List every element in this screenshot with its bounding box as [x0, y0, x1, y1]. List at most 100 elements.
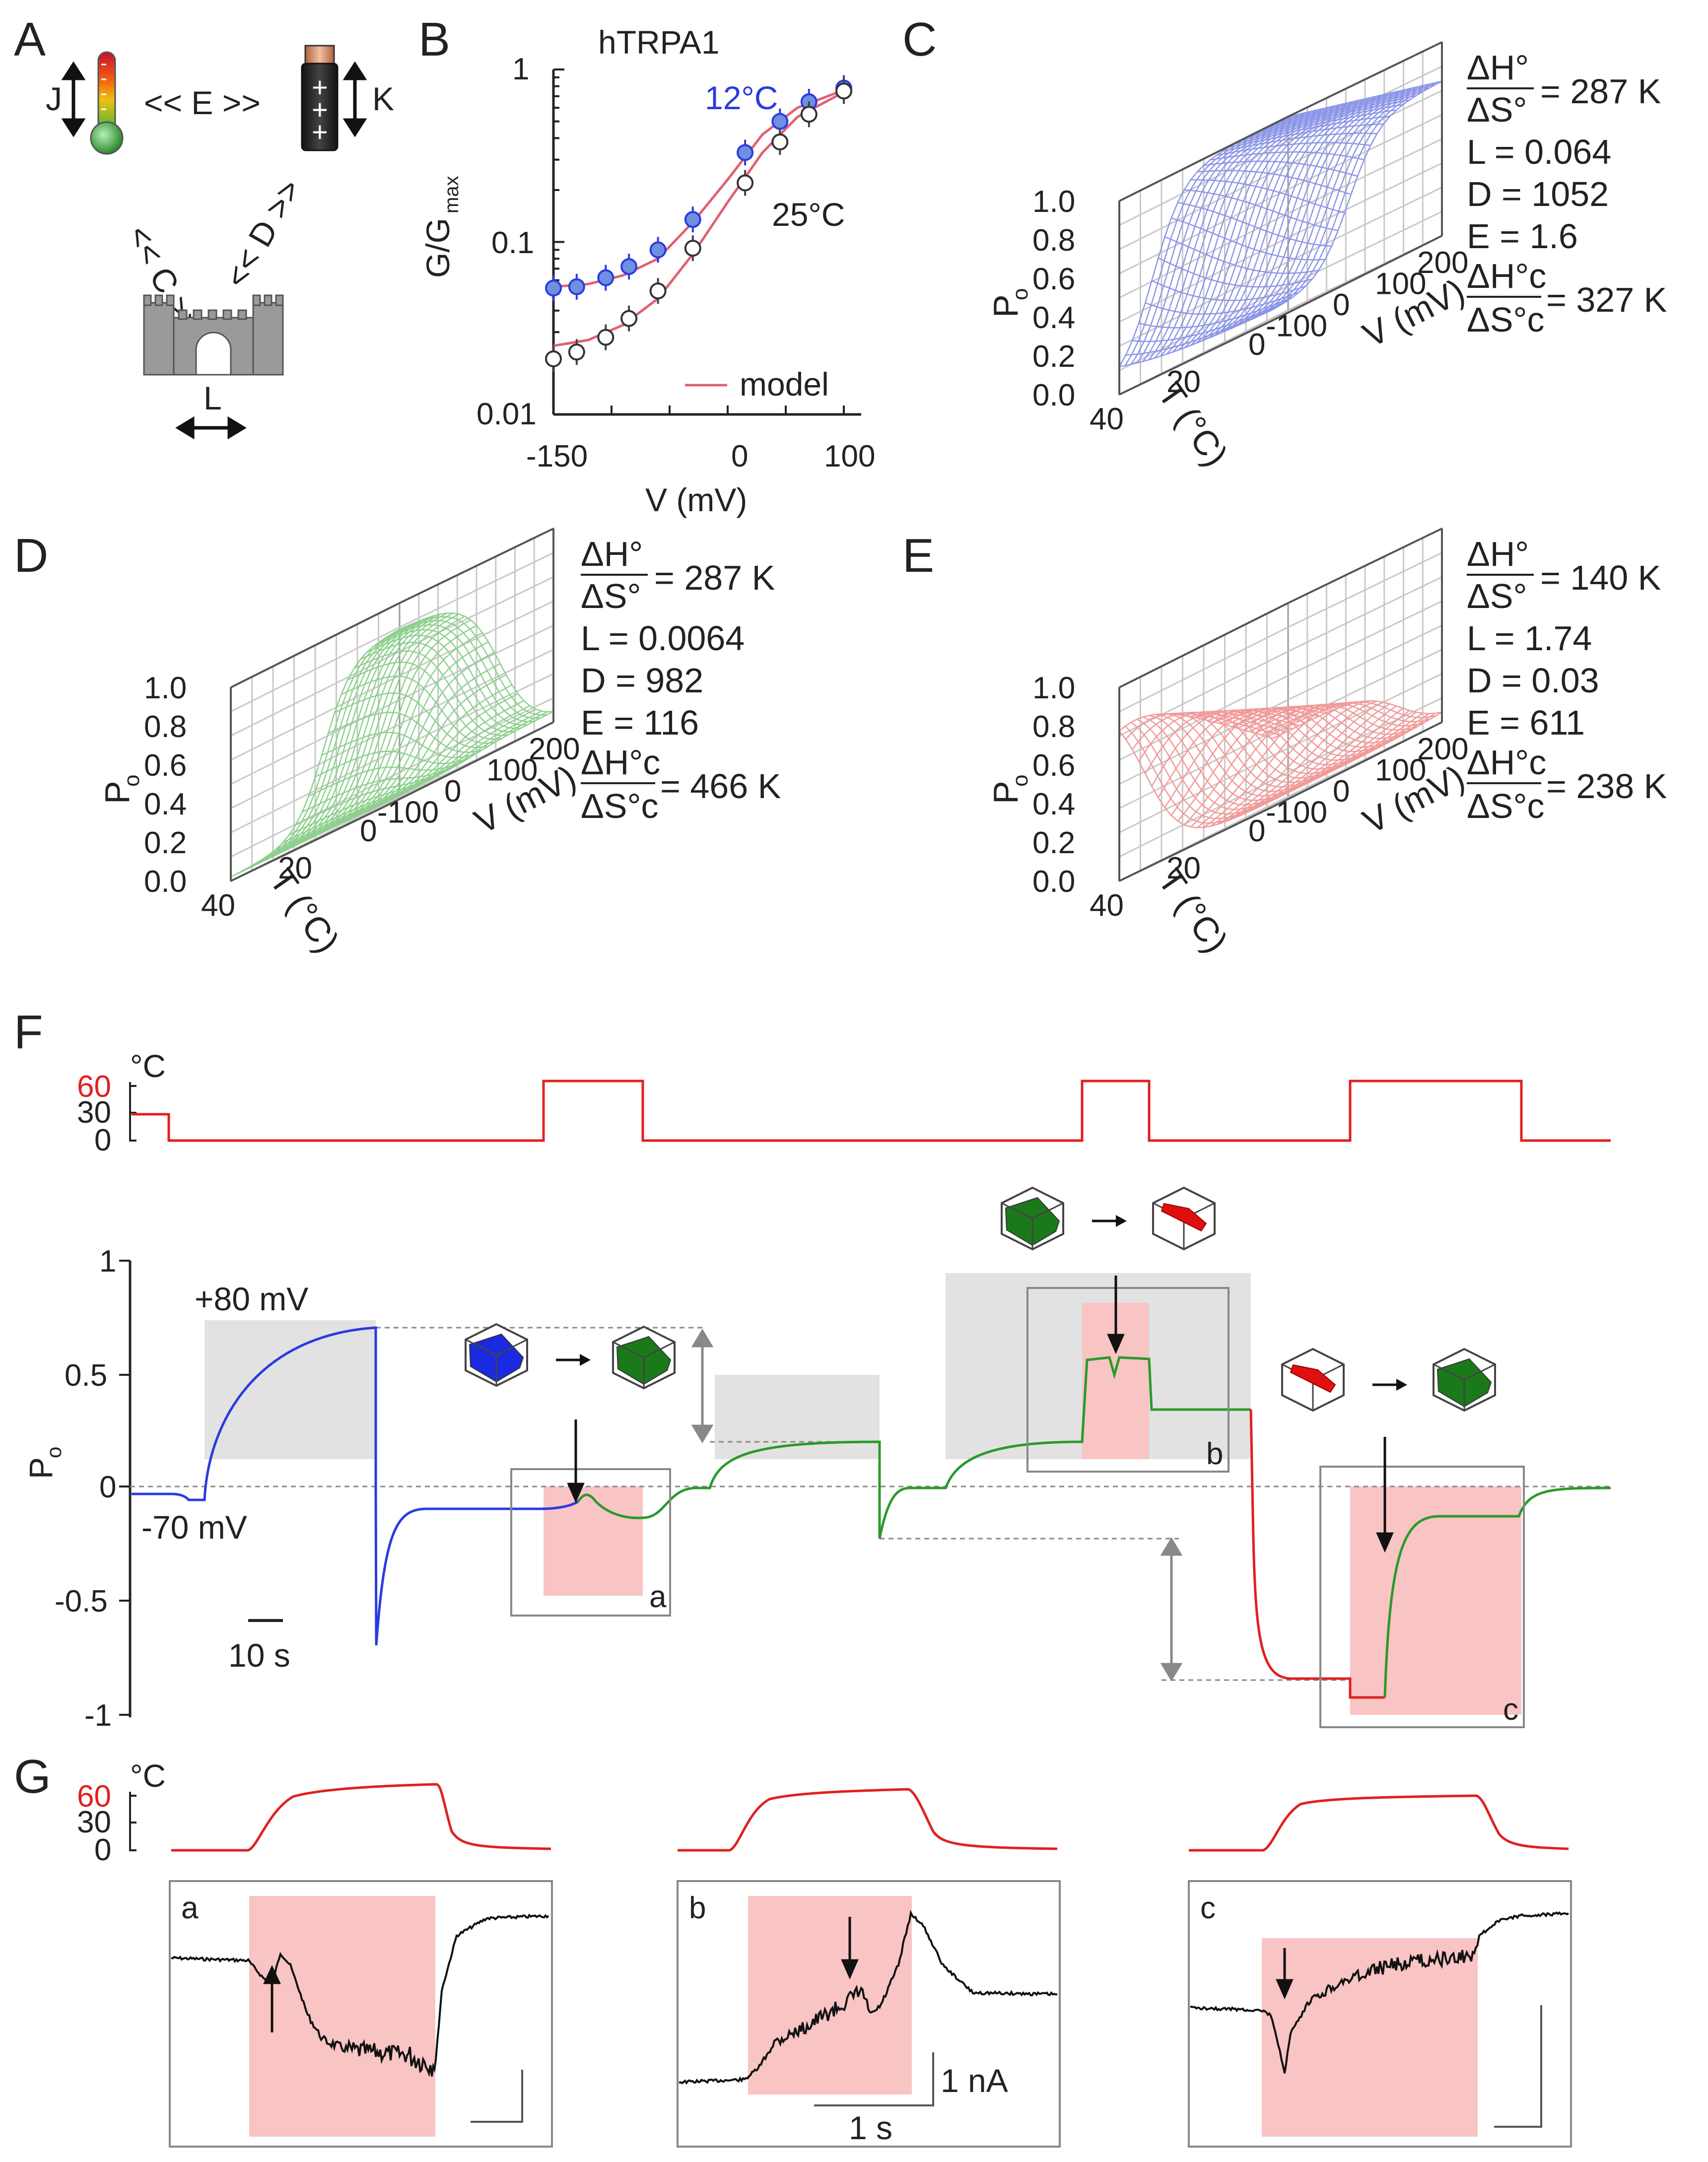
- v-tick-label: 100: [1375, 753, 1426, 788]
- f-label-80mv: +80 mV: [195, 1281, 308, 1317]
- z-tick-label: 0.4: [1032, 787, 1075, 821]
- g-inset-box-a[interactable]: [169, 1880, 553, 2148]
- param-e: E = 116: [581, 703, 699, 742]
- g-scale-current: 1 nA: [941, 2062, 1008, 2099]
- b-label-12c: 12°C: [705, 79, 778, 116]
- params-d: ΔH° ΔS° = 287 K L = 0.0064 D = 982 E = 1…: [581, 535, 781, 825]
- f-inset-label-c: c: [1503, 1692, 1518, 1727]
- surface-mesh-line: [301, 619, 471, 843]
- surface-mesh-line: [289, 613, 459, 849]
- cube-red-icon-surface: [1161, 1203, 1207, 1232]
- f-inset-box-b[interactable]: [1026, 1287, 1230, 1473]
- param-ratio-c: = 238 K: [1546, 767, 1667, 806]
- box-edge: [1288, 41, 1442, 118]
- f-ytick-m1: -1: [84, 1698, 112, 1733]
- surface-mesh-line: [1160, 106, 1330, 357]
- surface-mesh-line: [393, 616, 547, 716]
- g-current-trace-b: [679, 1909, 1058, 2085]
- b-point-12c: [568, 278, 585, 295]
- param-dhc: ΔH°c: [1467, 743, 1546, 782]
- z-axis-label-sub: o: [1008, 288, 1032, 300]
- grid-line: [1288, 138, 1442, 214]
- svg-text:+: +: [312, 94, 328, 125]
- g-inset-label-a: a: [181, 1891, 199, 1925]
- surface-mesh-line: [272, 613, 442, 858]
- t-tick-label: 0: [1248, 328, 1265, 362]
- g-inset-label-b: b: [689, 1891, 706, 1925]
- panel-label-g: G: [14, 1750, 51, 1803]
- z-axis-label-sub: o: [120, 775, 144, 787]
- panel-b-chart: hTRPA1 1 0.1 0.01 -150 0 100 V (mV) G/G …: [419, 24, 875, 518]
- f-inset-label-a: a: [649, 1580, 667, 1614]
- t-tick-label: 0: [1248, 814, 1265, 848]
- g-temp-trace-a: [171, 1783, 551, 1852]
- surface-mesh-line: [1281, 84, 1436, 121]
- t-tick-label: 0: [360, 814, 377, 848]
- b-label-25c: 25°C: [772, 196, 845, 233]
- param-ratio: = 140 K: [1540, 558, 1661, 597]
- z-tick-label: 0.2: [1032, 826, 1075, 860]
- param-d: D = 982: [581, 661, 703, 700]
- param-dhc: ΔH°c: [581, 743, 660, 782]
- surface-mesh-line: [386, 620, 541, 719]
- label-l: L: [204, 380, 222, 416]
- surface-mesh-line: [1172, 104, 1342, 353]
- grid-line: [1288, 576, 1442, 652]
- arrow-right-head: [1116, 1215, 1127, 1227]
- grid-line: [399, 576, 554, 652]
- surface-mesh-line: [1190, 99, 1360, 346]
- b-xtick-0: 0: [731, 439, 748, 473]
- surface-mesh-line: [1216, 142, 1371, 156]
- f-ylabel: P: [22, 1457, 59, 1479]
- grid-line: [1288, 600, 1442, 676]
- label-d: << D >>: [217, 173, 308, 294]
- svg-text:+: +: [312, 116, 328, 147]
- v-tick-label: -100: [1266, 796, 1327, 830]
- f-temp-unit: °C: [130, 1048, 166, 1084]
- v-tick-label: 0: [1333, 288, 1350, 322]
- b-point-25c: [737, 174, 754, 192]
- t-axis-label: T (°C): [262, 862, 347, 959]
- z-tick-label: 0.8: [144, 710, 187, 744]
- panel-label-a: A: [14, 13, 46, 66]
- g-arrow-down-icon: [841, 1917, 859, 1980]
- f-inset-box-a[interactable]: [510, 1468, 671, 1617]
- z-tick-label: 0.6: [1032, 748, 1075, 783]
- v-tick-label: 100: [486, 753, 538, 788]
- f-shade-80mv: [205, 1320, 376, 1459]
- box-edge: [1119, 319, 1274, 396]
- f-double-arrow-icon: [691, 1329, 1183, 1682]
- z-axis-label: P: [986, 294, 1025, 318]
- grid-line: [399, 552, 554, 628]
- g-inset-label-c: c: [1200, 1891, 1216, 1925]
- t-tick-label: 40: [1090, 888, 1124, 923]
- z-axis-label: P: [986, 781, 1025, 804]
- param-ds: ΔS°: [581, 577, 641, 615]
- surface-mesh-line: [334, 692, 489, 748]
- surface-mesh-line: [283, 612, 453, 852]
- param-ratio: = 287 K: [654, 558, 775, 597]
- g-inset-box-c[interactable]: [1188, 1880, 1572, 2148]
- param-d: D = 0.03: [1467, 661, 1599, 700]
- b-point-12c: [620, 258, 638, 275]
- surface-mesh-line: [242, 623, 412, 872]
- z-tick-label: 0.6: [144, 748, 187, 783]
- thermometer-icon: [90, 51, 124, 155]
- f-ytick-m0.5: -0.5: [55, 1584, 108, 1619]
- f-inset-label-b: b: [1206, 1437, 1223, 1471]
- z-tick-label: 1.0: [1032, 671, 1075, 705]
- z-tick-label: 0.8: [1032, 223, 1075, 258]
- surface-mesh-line: [1178, 102, 1348, 351]
- surface-mesh-line: [1142, 110, 1312, 362]
- b-ytick-0.1: 0.1: [491, 226, 534, 260]
- g-inset-box-b[interactable]: [677, 1880, 1061, 2148]
- f-inset-box-c[interactable]: [1319, 1466, 1525, 1728]
- surface-mesh-line: [307, 625, 477, 840]
- surface-mesh-line: [367, 634, 521, 729]
- grid-line: [1119, 212, 1289, 299]
- cube-green-icon-edge: [1433, 1363, 1465, 1381]
- t-tick-label: 20: [278, 851, 312, 885]
- param-l: L = 1.74: [1467, 619, 1592, 658]
